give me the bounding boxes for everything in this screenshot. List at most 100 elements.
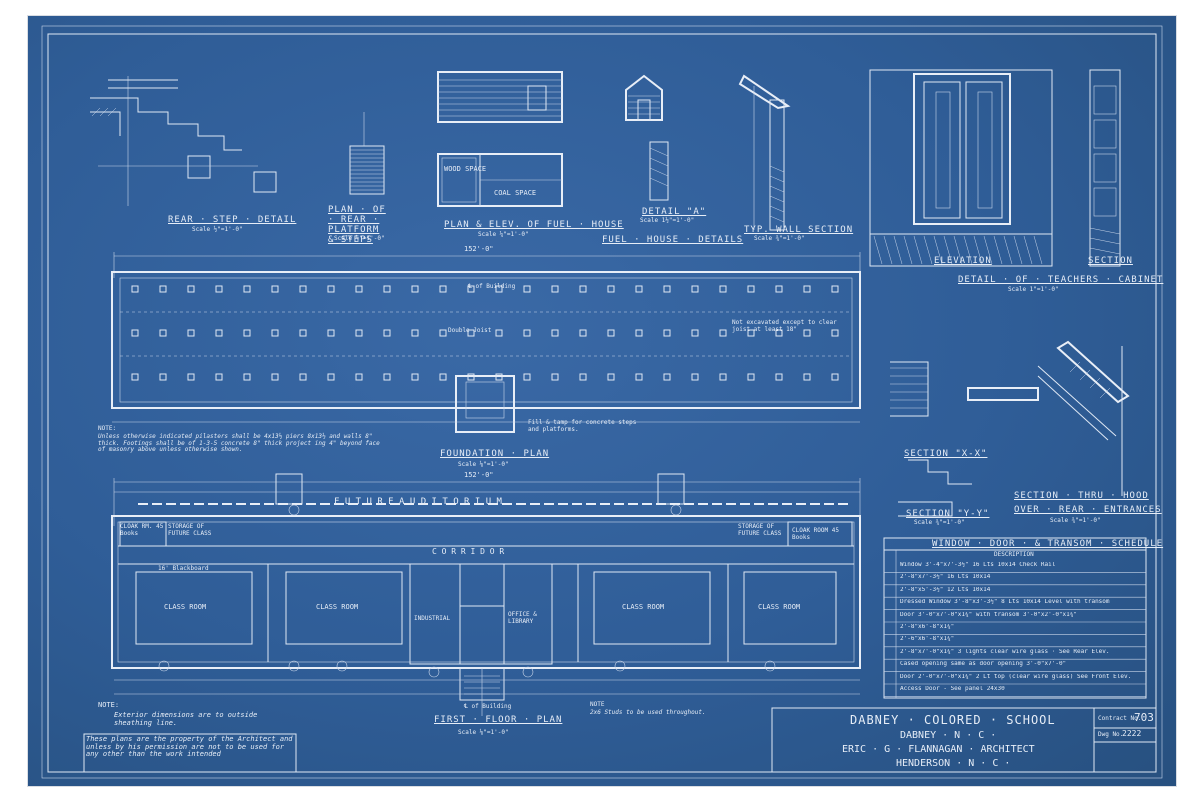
- foundation-pier: [439, 329, 447, 337]
- foundation-pier: [663, 285, 671, 293]
- section-xx-title: SECTION "X-X": [904, 449, 988, 459]
- foundation-pier: [187, 373, 195, 381]
- foundation-plan-drawing: [111, 252, 861, 433]
- schedule-row: 2'-8"x6'-8"x1¾": [900, 624, 955, 630]
- schedule-row: Dressed Window 3'-8"x3'-3½" 8 Lts 10x14 …: [900, 599, 1110, 606]
- cabinet-section-label: SECTION: [1088, 256, 1133, 266]
- foundation-note: Unless otherwise indicated pilasters sha…: [98, 433, 380, 454]
- title-block-grid: [83, 707, 1157, 773]
- schedule-row: Cased opening same as door opening 3'-0"…: [900, 661, 1067, 668]
- foundation-pier: [747, 285, 755, 293]
- foundation-pier: [691, 329, 699, 337]
- foundation-pier: [831, 329, 839, 337]
- fill-tamp-note: Fill & tamp for concrete steps and platf…: [528, 419, 637, 433]
- foundation-pier: [159, 285, 167, 293]
- foundation-pier: [355, 329, 363, 337]
- schedule-title: WINDOW · DOOR · & TRANSOM · SCHEDULE: [932, 539, 1164, 549]
- cabinet-title: DETAIL · OF · TEACHERS · CABINET: [958, 275, 1164, 285]
- property-note: These plans are the property of the Arch…: [86, 735, 293, 759]
- foundation-pier: [579, 285, 587, 293]
- rear-platform-drawing: [349, 112, 385, 195]
- foundation-pier: [355, 373, 363, 381]
- project-location: DABNEY · N · C ·: [900, 730, 997, 741]
- foundation-pier: [467, 373, 475, 381]
- foundation-pier: [719, 329, 727, 337]
- cabinet-section-drawing: [1089, 69, 1121, 267]
- foundation-pier: [131, 329, 139, 337]
- foundation-pier: [747, 373, 755, 381]
- hood-section-scale: Scale ¾"=1'-0": [1050, 517, 1101, 524]
- foundation-pier: [803, 285, 811, 293]
- section-yy-scale: Scale ¾"=1'-0": [914, 519, 965, 526]
- detail-a-scale: Scale 1½"=1'-0": [640, 217, 695, 224]
- foundation-pier: [187, 285, 195, 293]
- foundation-overall-dim: 152'-0": [464, 245, 494, 253]
- foundation-pier: [523, 329, 531, 337]
- dwg-number: 2222: [1122, 729, 1142, 738]
- foundation-pier: [663, 373, 671, 381]
- studs-note-title: NOTE: [590, 701, 605, 708]
- blueprint-sheet: REAR · STEP · DETAIL Scale ½"=1'-0" PLAN…: [28, 16, 1176, 786]
- schedule-subtitle: DESCRIPTION: [994, 551, 1034, 558]
- wall-section-drawing: [649, 74, 791, 231]
- section-details-drawing: [890, 340, 1130, 517]
- foundation-pier: [719, 285, 727, 293]
- foundation-pier: [635, 285, 643, 293]
- class-room-3: CLASS ROOM: [622, 603, 665, 611]
- foundation-pier: [579, 373, 587, 381]
- foundation-pier: [243, 285, 251, 293]
- foundation-pier: [803, 329, 811, 337]
- foundation-pier: [579, 329, 587, 337]
- foundation-pier: [775, 329, 783, 337]
- foundation-pier: [775, 373, 783, 381]
- schedule-row: 2'-6"x6'-8"x1¾": [900, 636, 955, 643]
- architect-city: HENDERSON · N · C ·: [896, 758, 1011, 769]
- hood-section-subtitle: OVER · REAR · ENTRANCES: [1014, 505, 1162, 515]
- foundation-pier: [355, 285, 363, 293]
- outer-border: [41, 25, 1163, 779]
- cloak-room-left: CLOAK RM. 45 Books: [120, 523, 164, 537]
- foundation-pier: [299, 373, 307, 381]
- cabinet-elevation-drawing: [869, 69, 1053, 267]
- foundation-pier: [495, 329, 503, 337]
- double-joist-label: Double Joist: [448, 327, 492, 334]
- schedule-table-grid: [883, 537, 1147, 699]
- foundation-pier: [467, 329, 475, 337]
- foundation-pier: [243, 373, 251, 381]
- dwg-label: Dwg No.: [1098, 731, 1124, 738]
- exterior-note: Exterior dimensions are to outside sheat…: [114, 711, 258, 727]
- foundation-pier: [215, 285, 223, 293]
- project-title: DABNEY · COLORED · SCHOOL: [850, 713, 1056, 727]
- rear-step-scale: Scale ½"=1'-0": [192, 226, 243, 233]
- fuel-house-drawing: [437, 71, 663, 207]
- foundation-pier: [635, 329, 643, 337]
- cabinet-elevation-label: ELEVATION: [934, 256, 992, 266]
- foundation-pier: [411, 285, 419, 293]
- foundation-pier: [551, 285, 559, 293]
- storage-right: STORAGE OF FUTURE CLASS: [738, 523, 782, 537]
- foundation-pier: [159, 329, 167, 337]
- contract-number: 703: [1134, 711, 1154, 724]
- foundation-pier: [691, 373, 699, 381]
- foundation-pier: [243, 329, 251, 337]
- first-floor-plan-scale: Scale ⅛"=1'-0": [458, 729, 509, 736]
- storage-left: STORAGE OF FUTURE CLASS: [168, 523, 212, 537]
- foundation-pier: [523, 285, 531, 293]
- fuel-house-plan-scale: Scale ¼"=1'-0": [478, 231, 529, 238]
- foundation-note-title: NOTE:: [98, 425, 117, 432]
- architect-name: ERIC · G · FLANNAGAN · ARCHITECT: [842, 744, 1035, 755]
- section-yy-title: SECTION "Y-Y": [906, 509, 990, 519]
- foundation-pier: [215, 373, 223, 381]
- foundation-pier: [411, 329, 419, 337]
- foundation-building-cl: ℄ of Building: [468, 283, 516, 290]
- industrial-room: INDUSTRIAL: [414, 615, 451, 622]
- foundation-pier: [215, 329, 223, 337]
- first-floor-building-cl: ℄ of Building: [464, 703, 512, 710]
- foundation-pier: [383, 373, 391, 381]
- foundation-pier: [299, 329, 307, 337]
- typ-wall-title: TYP. WALL SECTION: [744, 225, 854, 235]
- cloak-room-right: CLOAK ROOM 45 Books: [792, 527, 839, 541]
- detail-a-title: DETAIL "A": [642, 207, 707, 217]
- foundation-pier: [439, 285, 447, 293]
- first-floor-overall-dim: 152'-0": [464, 471, 494, 479]
